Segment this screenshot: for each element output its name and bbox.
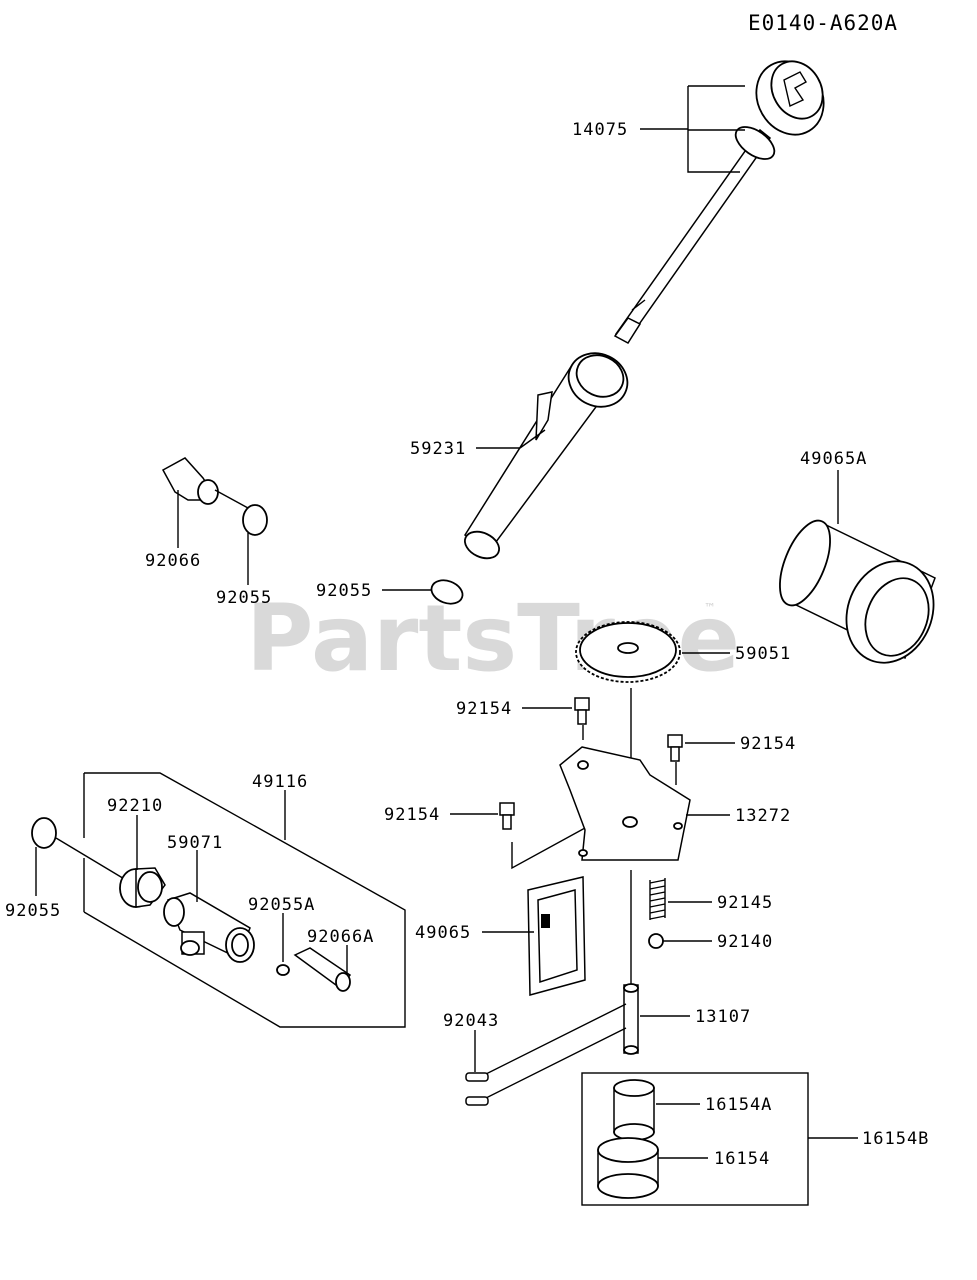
o-ring-part[interactable] xyxy=(428,576,466,608)
inner-rotor-part[interactable] xyxy=(613,1079,655,1141)
diagram-code: E0140-A620A xyxy=(748,11,898,35)
oil-pump-gear-part[interactable] xyxy=(575,621,681,683)
relief-nut-part[interactable] xyxy=(119,867,166,908)
outer-rotor-part[interactable] xyxy=(597,1137,659,1199)
label-16154B[interactable]: 16154B xyxy=(862,1129,929,1149)
label-59051[interactable]: 59051 xyxy=(735,644,791,664)
bolt-to-plate-line xyxy=(511,827,586,870)
leader-ring-link xyxy=(214,489,249,509)
label-92154-c[interactable]: 92154 xyxy=(384,805,440,825)
label-92154-a[interactable]: 92154 xyxy=(456,699,512,719)
watermark-tm: ™ xyxy=(704,601,716,615)
label-92210[interactable]: 92210 xyxy=(107,796,163,816)
label-16154A[interactable]: 16154A xyxy=(705,1095,772,1115)
label-13272[interactable]: 13272 xyxy=(735,806,791,826)
pump-shaft-part[interactable] xyxy=(623,983,639,1055)
spring-part[interactable] xyxy=(649,878,666,920)
bolt-part-1[interactable] xyxy=(574,697,590,725)
label-92066[interactable]: 92066 xyxy=(145,551,201,571)
small-o-ring-part[interactable] xyxy=(276,964,290,976)
label-92043[interactable]: 92043 xyxy=(443,1011,499,1031)
o-ring-part-3[interactable] xyxy=(31,817,57,849)
relief-plug-part[interactable] xyxy=(293,947,352,992)
label-49065A[interactable]: 49065A xyxy=(800,449,867,469)
check-ball-part[interactable] xyxy=(648,933,664,949)
label-13107[interactable]: 13107 xyxy=(695,1007,751,1027)
pump-cover-plate-part[interactable] xyxy=(559,746,691,861)
label-92145[interactable]: 92145 xyxy=(717,893,773,913)
oil-screen-part[interactable] xyxy=(527,876,586,996)
label-59231[interactable]: 59231 xyxy=(410,439,466,459)
pin-guide-lines xyxy=(477,1003,627,1103)
relief-valve-body-part[interactable] xyxy=(163,892,255,963)
label-92066A[interactable]: 92066A xyxy=(307,927,374,947)
label-92140[interactable]: 92140 xyxy=(717,932,773,952)
leader-59231-b xyxy=(519,429,546,449)
label-92154-b[interactable]: 92154 xyxy=(740,734,796,754)
label-92055-b[interactable]: 92055 xyxy=(316,581,372,601)
o-ring-part-2[interactable] xyxy=(242,504,268,536)
bolt-part-3[interactable] xyxy=(499,802,515,830)
assembly-box-49116 xyxy=(83,772,406,1028)
label-92055A[interactable]: 92055A xyxy=(248,895,315,915)
label-49065[interactable]: 49065 xyxy=(415,923,471,943)
pin-parts[interactable] xyxy=(465,1072,489,1106)
bolt-part-2[interactable] xyxy=(667,734,683,762)
leader-ring-link-2 xyxy=(55,837,127,881)
oil-fill-tube-part[interactable] xyxy=(461,344,637,564)
label-92055-c[interactable]: 92055 xyxy=(5,901,61,921)
label-14075[interactable]: 14075 xyxy=(572,120,628,140)
leader-14075 xyxy=(687,85,745,173)
label-59071[interactable]: 59071 xyxy=(167,833,223,853)
dipstick-part[interactable] xyxy=(613,49,837,344)
label-16154[interactable]: 16154 xyxy=(714,1149,770,1169)
oil-filter-part[interactable] xyxy=(770,514,949,676)
label-92055-a[interactable]: 92055 xyxy=(216,588,272,608)
drain-plug-part[interactable] xyxy=(161,457,219,505)
label-49116[interactable]: 49116 xyxy=(252,772,308,792)
rotor-set-box xyxy=(581,1072,809,1206)
